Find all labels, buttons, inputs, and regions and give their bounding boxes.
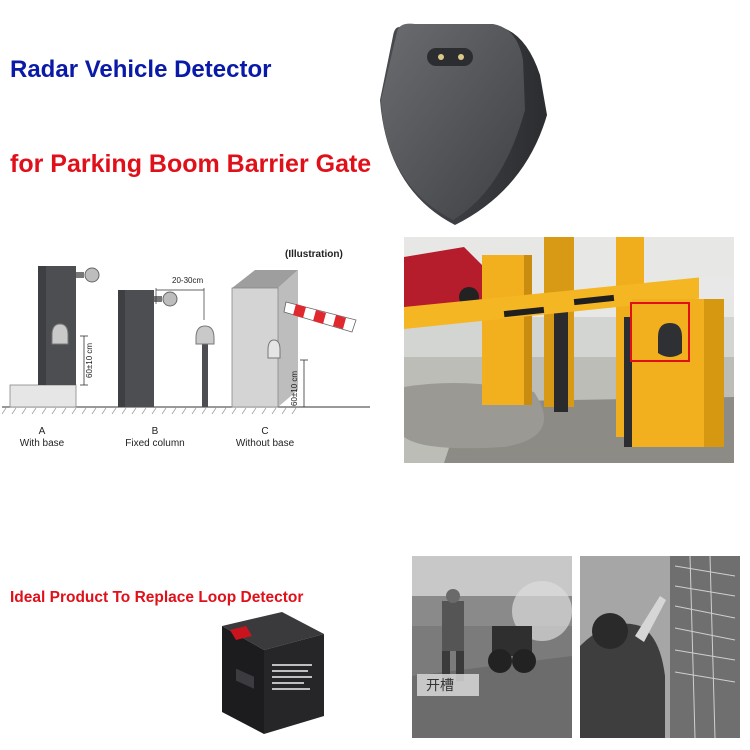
- replace-loop-text: Ideal Product To Replace Loop Detector: [10, 589, 304, 606]
- photo-sign-text: 开槽: [426, 678, 454, 694]
- product-subtitle: for Parking Boom Barrier Gate: [10, 150, 372, 178]
- caption-a: A With base: [19, 426, 65, 449]
- height-label-c: 60±10 cm: [290, 371, 299, 406]
- illustration-label: (Illustration): [285, 249, 343, 260]
- radar-detector-image: [375, 20, 555, 230]
- height-label-a: 60±10 cm: [85, 343, 94, 378]
- wiring-work-photo: [580, 556, 740, 738]
- gap-label: 20-30cm: [172, 276, 203, 285]
- loop-detector-image: [212, 608, 332, 743]
- caption-b: B Fixed column: [125, 426, 185, 449]
- installation-diagram: 60±10 cm 20-30cm 60±10 cm: [0, 240, 375, 455]
- caption-c: C Without base: [235, 426, 295, 449]
- product-title: Radar Vehicle Detector: [10, 56, 272, 83]
- road-cutting-photo: 开槽: [412, 556, 572, 738]
- barrier-gate-photo: [404, 237, 734, 463]
